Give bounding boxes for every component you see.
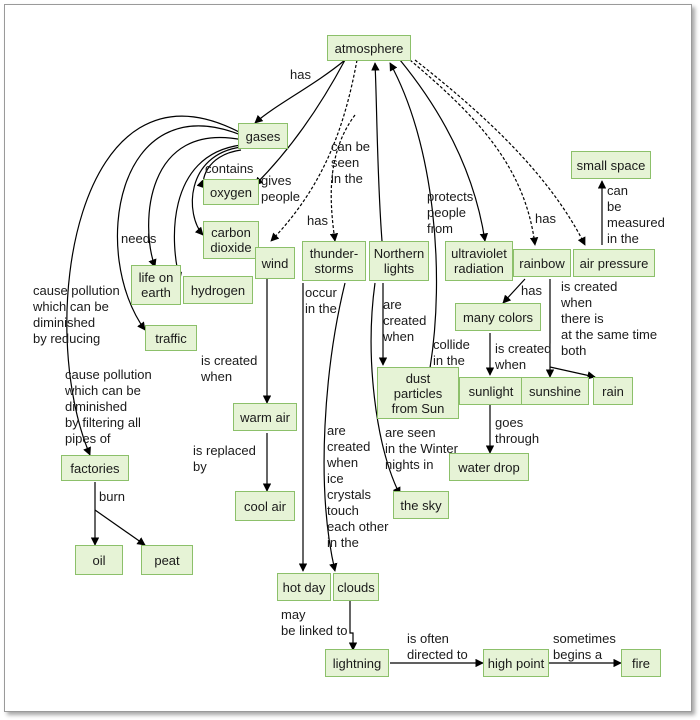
edge-rainbow-rain xyxy=(549,366,596,380)
label-has-gases: has xyxy=(290,67,311,82)
edge-dust-atmosphere xyxy=(389,62,438,369)
label-may-be-linked-to: may be linked to xyxy=(281,607,348,638)
label-cause-pollution-reducing: cause pollution which can be diminished … xyxy=(33,283,120,346)
node-hydrogen: hydrogen xyxy=(183,276,253,304)
node-rain: rain xyxy=(593,377,633,405)
label-sometimes-begins-a: sometimes begins a xyxy=(553,631,616,662)
label-is-created-when-pressure: is created when there is at the same tim… xyxy=(561,279,658,358)
edge-northern-atmosphere xyxy=(371,62,383,242)
label-goes-through: goes through xyxy=(495,415,540,446)
node-carbon-dioxide: carbon dioxide xyxy=(203,221,259,259)
edge-thunder-clouds xyxy=(323,282,346,572)
node-life-on-earth: life on earth xyxy=(131,265,181,305)
label-gives-people: gives people xyxy=(261,173,301,204)
node-northern-lights: Northern lights xyxy=(369,241,429,281)
label-protects: protects people from xyxy=(427,189,474,236)
label-can-be-seen: can be seen in the xyxy=(331,139,371,186)
node-peat: peat xyxy=(141,545,193,575)
edge-atmosphere-thunderstorms xyxy=(329,114,356,242)
edge-gases-hydrogen xyxy=(173,144,242,281)
node-factories: factories xyxy=(61,455,129,481)
node-wind: wind xyxy=(255,247,295,279)
edge-factories-peat xyxy=(94,509,146,546)
edge-gases-life xyxy=(148,137,244,268)
node-lightning: lightning xyxy=(325,649,389,677)
label-occur-in-the: occur in the xyxy=(305,285,337,316)
label-is-replaced-by: is replaced by xyxy=(193,443,256,474)
label-has-rainbow: has xyxy=(535,211,556,226)
label-burn: burn xyxy=(99,489,126,504)
node-fire: fire xyxy=(621,649,661,677)
label-has-thunder: has xyxy=(307,213,328,228)
node-sunshine: sunshine xyxy=(521,377,589,405)
label-contains: contains xyxy=(205,161,254,176)
label-are-created-when-dust: are created when xyxy=(383,297,427,344)
label-is-often-directed-to: is often directed to xyxy=(407,631,468,662)
edge-atmosphere-airpressure xyxy=(414,59,586,246)
edge-atmosphere-rainbow xyxy=(409,59,539,246)
node-traffic: traffic xyxy=(145,325,197,351)
node-air-pressure: air pressure xyxy=(573,249,655,277)
edge-rainbow-colors xyxy=(502,278,526,304)
edge-clouds-lightning xyxy=(348,601,358,651)
edge-gases-factories xyxy=(66,115,242,456)
node-ultraviolet-radiation: ultraviolet radiation xyxy=(445,241,513,281)
label-can-be-measured: can be measured in the xyxy=(607,183,665,246)
label-is-created-when-wind: is created when xyxy=(201,353,258,384)
label-collide-in-the: collide in the xyxy=(433,337,470,368)
edge-atmosphere-gases xyxy=(254,59,346,124)
node-the-sky: the sky xyxy=(393,491,449,519)
label-needs: needs xyxy=(121,231,157,246)
node-atmosphere: atmosphere xyxy=(327,35,411,61)
node-water-drop: water drop xyxy=(449,453,529,481)
node-clouds: clouds xyxy=(333,573,379,601)
node-many-colors: many colors xyxy=(455,303,541,331)
node-oil: oil xyxy=(75,545,123,575)
node-sunlight: sunlight xyxy=(459,377,523,405)
edge-northern-sky xyxy=(370,282,401,496)
label-is-created-when-sunlight: is created when xyxy=(495,341,552,372)
node-warm-air: warm air xyxy=(233,403,297,431)
label-ice-crystals: are created when ice crystals touch each… xyxy=(327,423,389,550)
node-hot-day: hot day xyxy=(277,573,331,601)
edge-gases-traffic xyxy=(116,125,242,331)
edge-atmosphere-oxygen xyxy=(254,59,346,186)
concept-map-frame: atmosphere gases oxygen carbon dioxide h… xyxy=(4,4,692,712)
node-rainbow: rainbow xyxy=(513,249,571,277)
edge-atmosphere-ultraviolet xyxy=(399,59,489,242)
node-dust-particles: dust particles from Sun xyxy=(377,367,459,419)
concept-map-edges xyxy=(66,59,622,668)
label-has-colors: has xyxy=(521,283,542,298)
node-small-space: small space xyxy=(571,151,651,179)
edge-gases-carbon xyxy=(191,146,242,236)
node-thunderstorms: thunder- storms xyxy=(302,241,366,281)
node-high-point: high point xyxy=(483,649,549,677)
node-gases: gases xyxy=(238,123,288,149)
edge-atmosphere-wind xyxy=(270,59,358,242)
label-cause-pollution-filtering: cause pollution which can be diminished … xyxy=(65,367,152,446)
node-oxygen: oxygen xyxy=(203,179,259,205)
label-are-seen-winter: are seen in the Winter nights in xyxy=(385,425,458,472)
node-cool-air: cool air xyxy=(235,491,295,521)
